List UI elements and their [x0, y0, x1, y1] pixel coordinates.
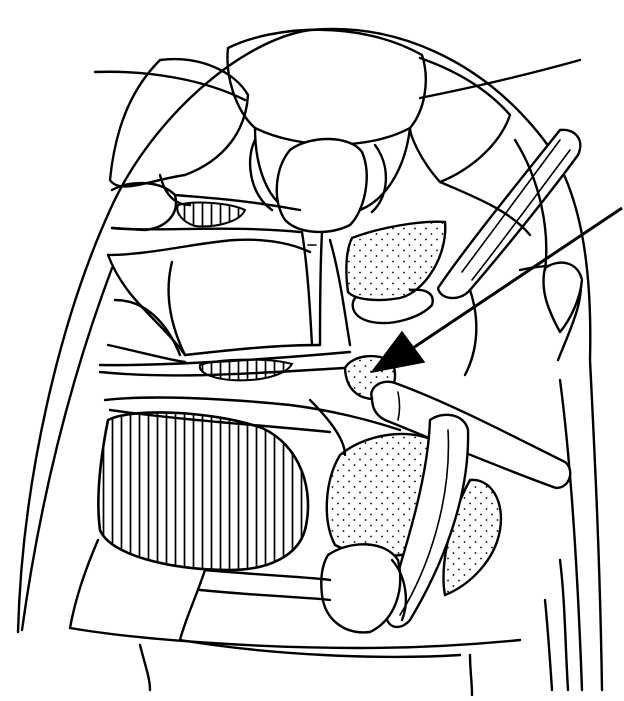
pointer-arrow-head — [372, 332, 424, 372]
body-outline-right — [590, 360, 602, 690]
hatched-lobe-large — [98, 412, 308, 570]
hatched-sclerite-middle — [200, 360, 292, 381]
hatched-sclerite-upper — [177, 203, 245, 227]
lower-thorax — [70, 398, 501, 640]
antennae — [95, 60, 580, 100]
central-stalk — [302, 232, 350, 345]
abdomen — [70, 560, 568, 695]
body-outline — [18, 29, 590, 632]
left-wing-inner-edge — [22, 268, 112, 630]
stippled-lobe-upper — [346, 222, 445, 300]
right-upper-parts — [346, 130, 582, 375]
